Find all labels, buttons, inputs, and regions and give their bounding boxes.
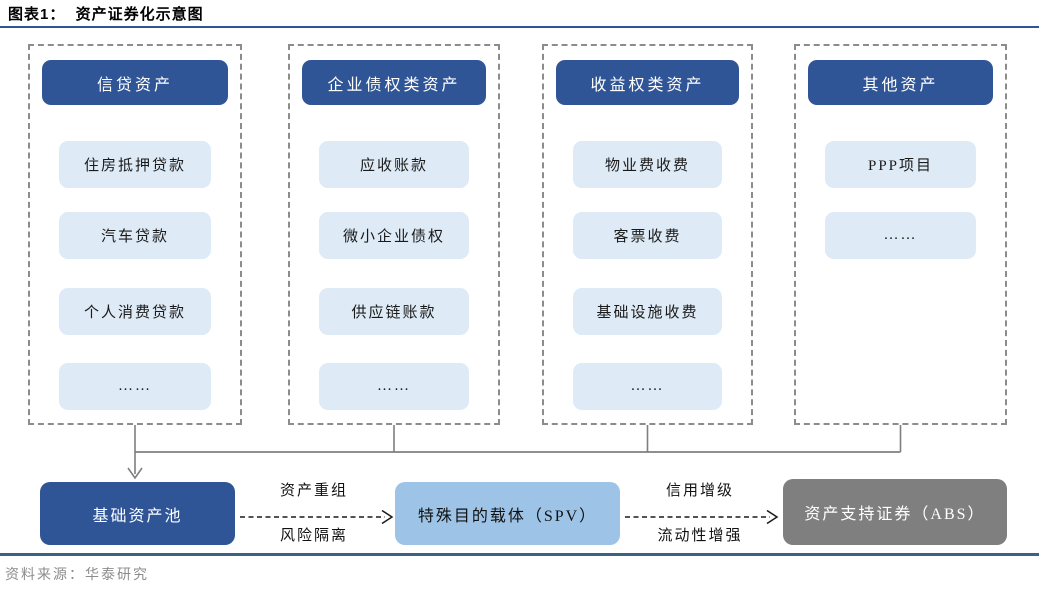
asset-item: 微小企业债权 xyxy=(319,212,469,259)
asset-item: 供应链账款 xyxy=(319,288,469,335)
down-arrow-head xyxy=(127,467,143,480)
spv-box: 特殊目的载体（SPV） xyxy=(395,482,620,545)
arrow-spv-to-abs-head xyxy=(766,509,779,525)
asset-item: 物业费收费 xyxy=(573,141,722,188)
arrow2-top-label: 信用增级 xyxy=(665,483,734,499)
column-corporate-debt-assets: 企业债权类资产 应收账款 微小企业债权 供应链账款 …… xyxy=(288,44,500,425)
column-header: 企业债权类资产 xyxy=(302,60,486,105)
asset-item: 个人消费贷款 xyxy=(59,288,211,335)
asset-item: 基础设施收费 xyxy=(573,288,722,335)
column-header: 收益权类资产 xyxy=(556,60,739,105)
title-underline xyxy=(0,26,1039,28)
asset-item-ellipsis: …… xyxy=(573,363,722,410)
arrow-pool-to-spv-head xyxy=(381,509,394,525)
asset-item-ellipsis: …… xyxy=(825,212,976,259)
column-credit-assets: 信贷资产 住房抵押贷款 汽车贷款 个人消费贷款 …… xyxy=(28,44,242,425)
underlying-asset-pool-box: 基础资产池 xyxy=(40,482,235,545)
asset-item: 汽车贷款 xyxy=(59,212,211,259)
asset-item-ellipsis: …… xyxy=(319,363,469,410)
arrow1-bottom-label: 风险隔离 xyxy=(279,528,348,544)
asset-item: 客票收费 xyxy=(573,212,722,259)
column-header: 信贷资产 xyxy=(42,60,228,105)
arrow2-bottom-label: 流动性增强 xyxy=(657,528,743,544)
asset-item: PPP项目 xyxy=(825,141,976,188)
asset-item: 住房抵押贷款 xyxy=(59,141,211,188)
column-other-assets: 其他资产 PPP项目 …… xyxy=(794,44,1007,425)
footer-divider xyxy=(0,553,1039,556)
figure-title: 图表1： 资产证券化示意图 xyxy=(8,6,204,23)
abs-box: 资产支持证券（ABS） xyxy=(783,479,1007,545)
asset-item: 应收账款 xyxy=(319,141,469,188)
column-header: 其他资产 xyxy=(808,60,993,105)
arrow1-top-label: 资产重组 xyxy=(279,483,348,499)
column-income-rights-assets: 收益权类资产 物业费收费 客票收费 基础设施收费 …… xyxy=(542,44,753,425)
asset-item-ellipsis: …… xyxy=(59,363,211,410)
source-note: 资料来源：华泰研究 xyxy=(5,568,149,583)
